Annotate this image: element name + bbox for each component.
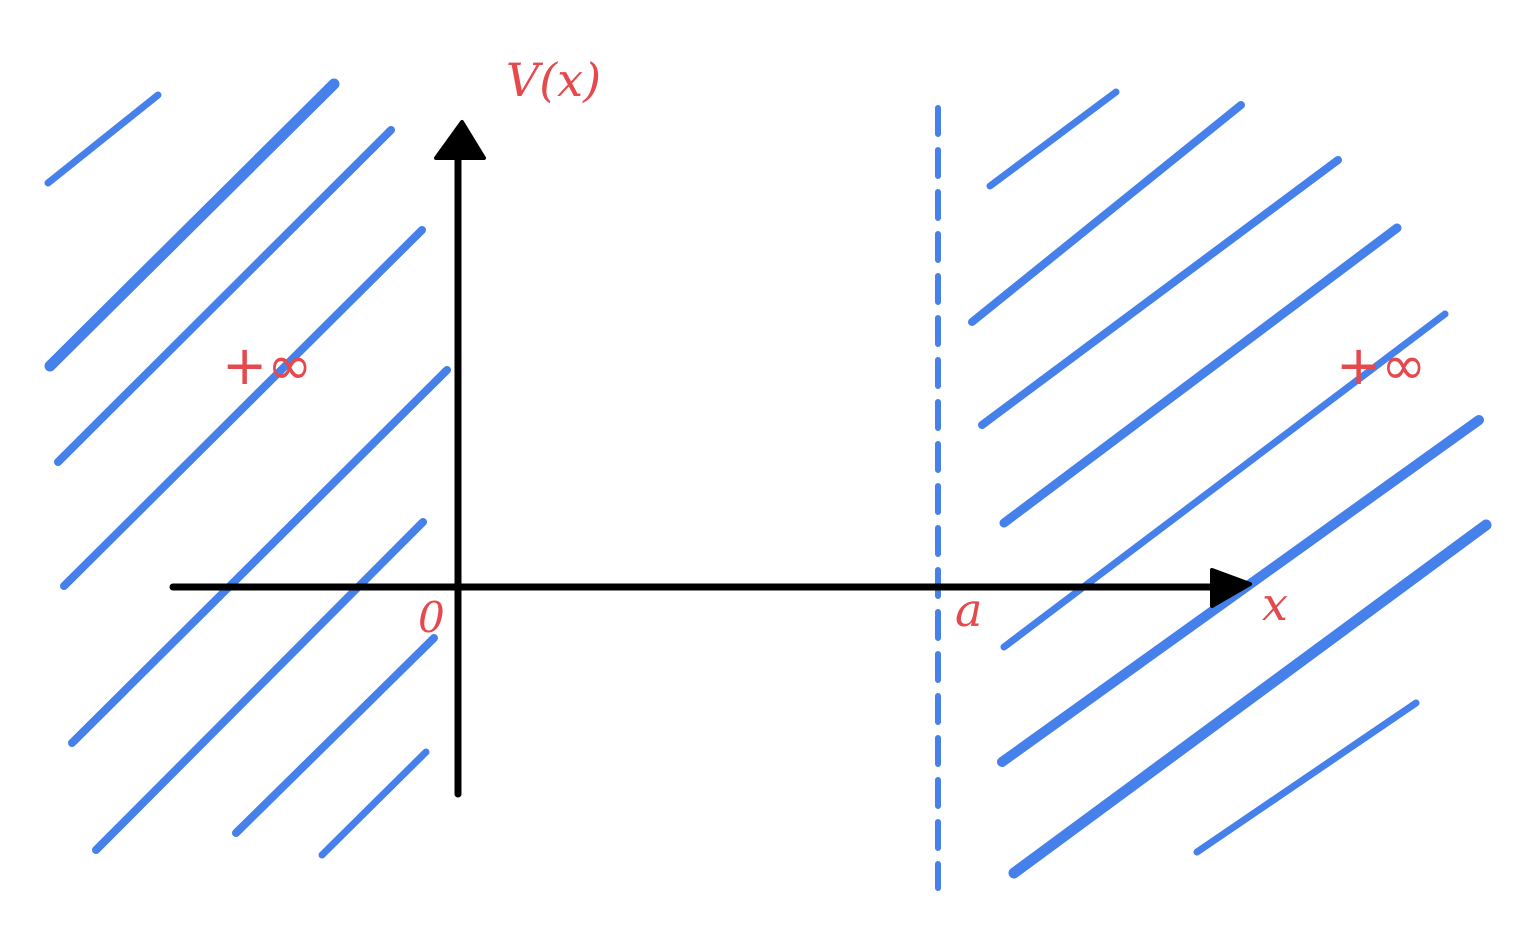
axes: [169, 120, 1252, 798]
right-hatch-region: [968, 88, 1492, 879]
hatch-line: [1193, 699, 1420, 856]
hatch-line: [1008, 519, 1492, 879]
hatch-line: [44, 78, 340, 372]
hatch-line: [232, 634, 438, 837]
origin-label: 0: [418, 593, 445, 642]
hatch-line: [54, 126, 395, 466]
hatch-line: [92, 518, 427, 854]
y-axis-label: V(x): [506, 53, 601, 107]
right-region-infinity-label: +∞: [1336, 334, 1426, 397]
hatch-line: [1000, 310, 1449, 651]
hatch-line: [44, 91, 162, 187]
x-axis-label: x: [1262, 577, 1288, 631]
hatch-line: [999, 223, 1402, 528]
left-region-infinity-label: +∞: [222, 334, 312, 397]
hatch-line: [60, 226, 426, 590]
x-axis-arrowhead: [1210, 568, 1252, 608]
hatch-line: [968, 101, 1245, 326]
hatch-line: [978, 156, 1342, 429]
hatch-line: [986, 88, 1120, 190]
left-hatch-region: [44, 78, 451, 859]
hatch-line: [68, 366, 451, 747]
wall-position-label: a: [955, 583, 982, 637]
y-axis-arrowhead: [434, 120, 486, 160]
hatch-line: [318, 748, 430, 859]
